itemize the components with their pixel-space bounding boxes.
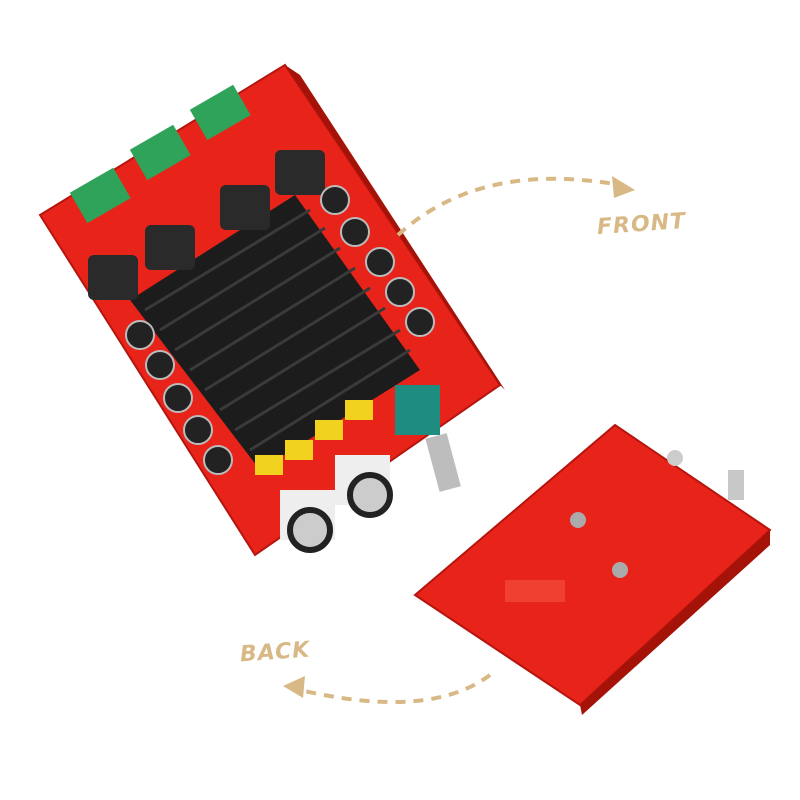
volume-knob — [395, 385, 461, 492]
back-arrowhead-icon — [283, 676, 305, 698]
rca-jacks — [280, 455, 393, 553]
screw-terminals — [69, 84, 251, 224]
front-board — [38, 63, 505, 557]
front-arrow — [396, 176, 621, 237]
capacitors — [125, 185, 435, 475]
front-arrowhead-icon — [612, 176, 635, 198]
back-label: BACK — [239, 637, 312, 668]
film-capacitors — [255, 400, 373, 475]
back-board — [413, 423, 772, 715]
inductors — [88, 150, 325, 300]
back-arrow — [299, 673, 492, 704]
